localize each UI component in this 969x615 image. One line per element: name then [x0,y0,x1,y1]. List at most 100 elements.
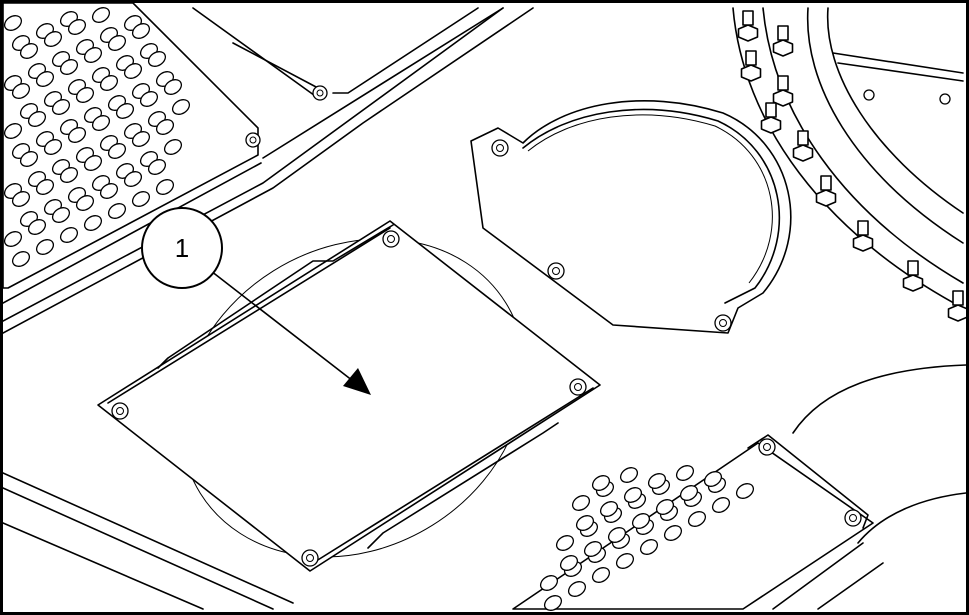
bolt-shank [765,102,777,118]
exploded-view-diagram: 1 [3,3,966,611]
perforation-hole [555,535,575,551]
bolt-shank [742,10,754,26]
perforation-hole [583,541,603,557]
perforation-hole [91,115,111,131]
perforation-hole [131,131,151,147]
perforation-hole [75,87,95,103]
callout-1: 1 [141,207,371,395]
perforation-hole [67,19,87,35]
curved-bracket [470,99,792,334]
bolt-plate-left [111,402,129,420]
perforation-hole [539,575,559,591]
flange-hole-right [939,93,951,105]
perforation-hole [59,167,79,183]
perforation-hole [631,513,651,529]
bolt-bracket-middle [547,262,565,280]
perforation-hole [27,219,47,235]
bolt-shank [857,220,869,236]
hex-bolt-head [737,24,759,42]
perforation-hole [559,555,579,571]
perforation-hole [647,473,667,489]
hex-bolt-head [815,189,837,207]
perforation-hole [99,183,119,199]
flange-hole [863,89,875,101]
bolt-upper-rail [312,85,328,101]
perforation-hole [123,171,143,187]
perforation-hole [131,23,151,39]
hex-bolt-head [740,64,762,82]
perforation-hole [703,471,723,487]
perforation-hole [67,127,87,143]
perforation-hole [107,203,127,219]
perforation-hole [83,215,103,231]
hex-bolt-head [760,116,782,134]
perforation-hole [623,487,643,503]
hex-bolt-head [792,144,814,162]
perforation-hole [83,155,103,171]
hex-bolt-head [902,274,924,292]
perforation-hole [735,483,755,499]
perforation-hole [543,595,563,611]
bolt-shank [907,260,919,276]
perforation-hole [163,139,183,155]
perforation-hole [51,207,71,223]
perforation-hole [675,465,695,481]
perforation-hole [35,179,55,195]
perforation-hole [43,31,63,47]
perforation-hole [607,527,627,543]
perforation-hole [91,7,111,23]
perforation-hole [19,151,39,167]
perforation-hole [107,35,127,51]
perforation-hole [567,581,587,597]
flange-bolts [737,10,966,322]
perforation-hole [115,103,135,119]
perforation-hole [107,143,127,159]
bolt-bracket-top [491,139,509,157]
bolt-plate-bottom [301,549,319,567]
perforation-hole [171,99,191,115]
curved-duct [792,364,966,544]
perforation-hole [51,99,71,115]
bolt-shank [952,290,964,306]
callout-label: 1 [175,233,189,263]
perforation-hole [147,51,167,67]
hex-bolt-head [852,234,874,252]
bolt-bottom-panel-top [758,438,776,456]
leader-line [210,270,354,382]
bolt-shank [777,75,789,91]
perforation-hole [99,75,119,91]
perforation-hole [35,71,55,87]
perforation-holes-bottom-right [539,465,755,611]
perforation-hole [163,79,183,95]
perforation-hole [75,195,95,211]
perforation-hole [679,485,699,501]
callout-circle [141,207,223,289]
bolt-bottom-panel-right [844,509,862,527]
perforation-hole [27,111,47,127]
perforation-hole [155,119,175,135]
circular-flange [732,7,966,322]
hex-bolt-head [772,89,794,107]
perforation-hole [131,191,151,207]
bolt-plate-top [382,230,400,248]
perforation-hole [571,495,591,511]
frame-rails [3,7,534,610]
perforation-hole [155,179,175,195]
perforation-hole [19,43,39,59]
perforation-hole [147,159,167,175]
perforation-hole [619,467,639,483]
perforation-hole [11,251,31,267]
perforation-hole [711,497,731,513]
perforation-hole [639,539,659,555]
perforation-hole [575,515,595,531]
perforation-hole [3,231,23,247]
perforation-hole [599,501,619,517]
bolt-shank [777,25,789,41]
perforation-hole [615,553,635,569]
bolt-top-left-panel [245,132,261,148]
hex-bolt-head [947,304,966,322]
perforation-hole [43,139,63,155]
perforation-hole [11,83,31,99]
perforation-hole [687,511,707,527]
